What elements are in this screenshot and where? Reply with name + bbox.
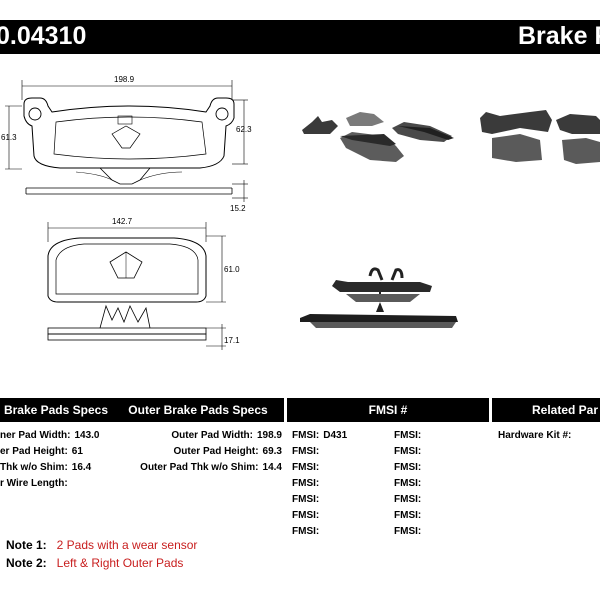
note-1: Note 1:2 Pads with a wear sensor [6, 538, 198, 552]
outer-specs-header: Outer Brake Pads Specs [112, 398, 284, 422]
outer-pad-drawing [5, 80, 248, 202]
fmsi-row: FMSI: [292, 446, 320, 457]
fmsi-row: FMSI: [292, 494, 320, 505]
product-render-outer-right [480, 110, 600, 164]
specs-section: Brake Pads Specs Outer Brake Pads Specs … [0, 398, 600, 538]
outer-spec-row: Outer Pad Height:69.3 [173, 446, 282, 457]
related-header: Related Par [492, 398, 600, 422]
outer-spec-row: Outer Pad Thk w/o Shim:14.4 [140, 462, 282, 473]
inner-spec-row: ner Pad Width:143.0 [0, 430, 100, 441]
notes-section: Note 1:2 Pads with a wear sensor Note 2:… [0, 538, 600, 588]
dim-inner-height: 61.0 [224, 265, 240, 274]
fmsi-row: FMSI: [292, 526, 320, 537]
fmsi-row: FMSI: [394, 494, 422, 505]
fmsi-row: FMSI: [394, 462, 422, 473]
inner-pad-drawing [47, 222, 226, 350]
inner-spec-row: r Wire Length: [0, 478, 68, 489]
fmsi-row: FMSI: [394, 446, 422, 457]
fmsi-row: FMSI: [292, 462, 320, 473]
product-render-outer-left [302, 112, 454, 162]
dim-inner-thickness: 17.1 [224, 336, 240, 345]
product-title: Brake F [518, 22, 600, 50]
technical-drawing: 198.9 61.3 62.3 15.2 142.7 61.0 17.1 [1, 75, 600, 350]
fmsi-row: FMSI: [292, 478, 320, 489]
dim-inner-width: 142.7 [112, 217, 133, 226]
fmsi-row: FMSI: [394, 526, 422, 537]
inner-specs-header: Brake Pads Specs [0, 398, 112, 422]
title-bar: 0.04310 Brake F [0, 20, 600, 54]
fmsi-row: FMSI: [394, 478, 422, 489]
fmsi-row: FMSI:D431 [292, 430, 348, 441]
note-2: Note 2:Left & Right Outer Pads [6, 556, 184, 570]
dim-outer-left-height: 61.3 [1, 133, 17, 142]
dim-outer-thickness: 15.2 [230, 204, 246, 213]
hardware-kit-row: Hardware Kit #: [498, 430, 572, 441]
fmsi-row: FMSI: [292, 510, 320, 521]
fmsi-row: FMSI: [394, 430, 422, 441]
product-render-inner [300, 267, 458, 328]
fmsi-header: FMSI # [287, 398, 489, 422]
inner-spec-row: er Pad Height:61 [0, 446, 83, 457]
outer-spec-row: Outer Pad Width:198.9 [171, 430, 282, 441]
inner-spec-row: Thk w/o Shim:16.4 [0, 462, 92, 473]
part-number: 0.04310 [0, 22, 87, 50]
dim-outer-width: 198.9 [114, 75, 135, 84]
dim-outer-right-height: 62.3 [236, 125, 252, 134]
fmsi-row: FMSI: [394, 510, 422, 521]
